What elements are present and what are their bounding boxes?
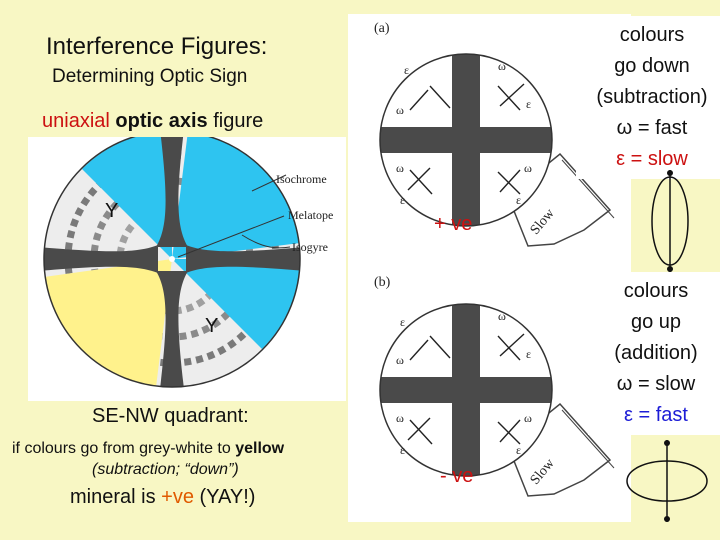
note-bottom-line: ε = fast xyxy=(624,404,688,426)
note-subtraction: colours go down (subtraction) ω = fast ε… xyxy=(576,16,720,179)
axis-arrow-b xyxy=(499,333,525,357)
quadrant-rule-yellow: yellow xyxy=(235,440,285,457)
quadrant-ne-blue xyxy=(172,131,300,259)
label-omega-a: ω xyxy=(498,59,506,73)
note-top-line: colours xyxy=(619,24,685,46)
optic-sign-diagrams: (a) Slow ε ω ω ε ω ε ω ε xyxy=(374,21,615,497)
field-outline-a xyxy=(379,53,553,227)
axis-arrow-a xyxy=(499,83,525,107)
note-top-line: ε = slow xyxy=(616,148,688,170)
sign-positive: + ve xyxy=(434,213,473,235)
label-epsilon-a: ε xyxy=(526,97,531,111)
quadrant-rule-detail: (subtraction; “down”) xyxy=(92,461,239,478)
label-epsilon-a: ε xyxy=(516,193,521,207)
label-epsilon-b: ε xyxy=(400,315,405,329)
isogyre-horizontal-b xyxy=(380,377,552,403)
note-addition: colours go up (addition) ω = slow ε = fa… xyxy=(588,272,720,435)
isogyre-west xyxy=(44,245,158,273)
indicatrix-ellipse xyxy=(651,176,689,266)
axis-endpoint xyxy=(664,440,670,446)
label-omega-b: ω xyxy=(396,353,404,367)
label-panel-b: (b) xyxy=(374,275,391,290)
label-y-upper: Y xyxy=(105,200,119,222)
melatope-leader xyxy=(177,215,285,258)
indicatrix-prolate xyxy=(651,170,689,272)
label-y-lower: Y xyxy=(205,315,219,337)
label-isochrome: Isochrome xyxy=(276,172,327,186)
isochrome-leader xyxy=(251,174,287,192)
note-top-line: go down xyxy=(614,55,690,77)
quadrant-heading: SE-NW quadrant: xyxy=(92,405,249,427)
quadrant-sw-yellow xyxy=(44,259,172,387)
quadrant-rule: if colours go from grey-white to yellow xyxy=(12,440,284,458)
axis-arrow-b xyxy=(409,419,433,445)
interference-figure-panel: Isochrome Melatope Isogyre xyxy=(28,130,346,401)
quadrant-nw-blue xyxy=(82,131,172,259)
axis-arrow-b xyxy=(407,417,431,441)
label-epsilon-a: ε xyxy=(404,63,409,77)
figure-heading: uniaxial optic axis figure xyxy=(42,110,263,133)
indicatrix-ellipse xyxy=(626,460,708,502)
axis-arrow-a xyxy=(409,89,429,111)
note-bottom-line: go up xyxy=(630,311,682,333)
label-omega-a: ω xyxy=(396,161,404,175)
figure-heading-optic-axis: optic axis xyxy=(115,110,208,132)
quadrant-se-blue xyxy=(172,259,300,349)
plate-edge-a xyxy=(561,159,615,219)
conclusion-text: (YAY!) xyxy=(193,486,256,508)
label-panel-a: (a) xyxy=(374,21,390,36)
label-epsilon-b: ε xyxy=(526,347,531,361)
quadrant-rule-text: if colours go from grey-white to xyxy=(12,440,236,457)
isogyre-leader xyxy=(241,234,291,249)
slide-title: Interference Figures: xyxy=(46,33,268,60)
slide-subtitle: Determining Optic Sign xyxy=(52,66,248,87)
axis-endpoint xyxy=(664,516,670,522)
figure-heading-figure: figure xyxy=(213,110,264,132)
label-omega-b: ω xyxy=(524,411,532,425)
label-omega-b: ω xyxy=(498,309,506,323)
figure-heading-uniaxial: uniaxial xyxy=(42,110,110,132)
axis-arrow-b xyxy=(429,335,451,359)
axis-arrow-a xyxy=(429,85,451,109)
label-isogyre: Isogyre xyxy=(292,240,328,254)
note-bottom-line: ω = slow xyxy=(616,373,696,395)
isogyre-east xyxy=(186,245,300,273)
axis-endpoint xyxy=(667,170,673,176)
quadrant-conclusion: mineral is +ve (YAY!) xyxy=(70,486,255,509)
sign-negative: - ve xyxy=(440,465,474,487)
melatope-point xyxy=(169,256,175,262)
axis-arrow-b xyxy=(499,419,521,443)
label-epsilon-a: ε xyxy=(400,193,405,207)
field-outline-b xyxy=(379,303,553,477)
label-omega-a: ω xyxy=(396,103,404,117)
label-omega-b: ω xyxy=(396,411,404,425)
plate-edge-b xyxy=(561,409,615,469)
interference-figure-diagram: Isochrome Melatope Isogyre xyxy=(43,130,333,388)
isogyre-north xyxy=(156,131,188,247)
note-top-line: (subtraction) xyxy=(596,86,708,108)
conclusion-text: mineral is xyxy=(70,486,162,508)
indicatrix-oblate xyxy=(626,440,708,522)
axis-arrow-a xyxy=(409,169,433,195)
isogyre-horizontal-a xyxy=(380,127,552,153)
axis-arrow-a xyxy=(499,169,521,193)
axis-arrow-a xyxy=(407,167,431,191)
isogyre-south xyxy=(156,271,188,387)
label-epsilon-b: ε xyxy=(516,443,521,457)
axis-endpoint xyxy=(667,266,673,272)
note-top-line: ω = fast xyxy=(616,117,688,139)
label-melatope: Melatope xyxy=(288,208,333,222)
note-bottom-line: colours xyxy=(623,280,689,302)
conclusion-sign: +ve xyxy=(161,486,194,508)
axis-arrow-b xyxy=(409,339,429,361)
label-epsilon-b: ε xyxy=(400,443,405,457)
label-omega-a: ω xyxy=(524,161,532,175)
note-bottom-line: (addition) xyxy=(614,342,698,364)
